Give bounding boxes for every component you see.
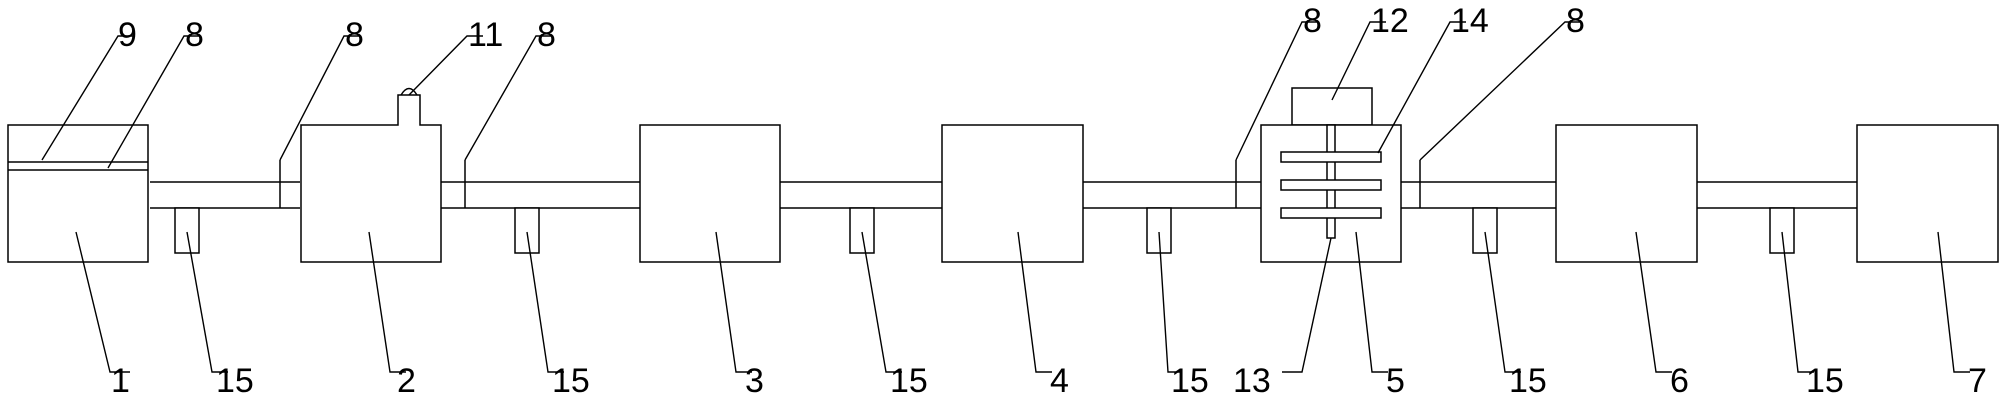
equipment-box-2 bbox=[300, 94, 442, 263]
label-1: 1 bbox=[111, 362, 130, 400]
support-15-e bbox=[1472, 207, 1498, 254]
inlet-mark-11 bbox=[400, 87, 418, 96]
leader-5 bbox=[1355, 231, 1388, 373]
valve-markers bbox=[279, 160, 1421, 208]
mixing-plate-bottom bbox=[1280, 207, 1382, 219]
mixing-plate-middle bbox=[1280, 179, 1382, 191]
leader-8-e bbox=[1419, 21, 1581, 161]
leader-8-d bbox=[1235, 21, 1318, 161]
label-11: 11 bbox=[468, 16, 503, 54]
label-15-f: 15 bbox=[1806, 362, 1844, 400]
label-8-e: 8 bbox=[1566, 2, 1585, 40]
label-8-d: 8 bbox=[1303, 2, 1322, 40]
equipment-box-4 bbox=[941, 124, 1084, 263]
label-8-c: 8 bbox=[537, 16, 556, 54]
label-8-b: 8 bbox=[345, 16, 364, 54]
leader-8-b bbox=[279, 35, 360, 161]
label-3: 3 bbox=[745, 362, 764, 400]
leader-15-e bbox=[1484, 231, 1521, 373]
leader-7 bbox=[1937, 231, 1970, 373]
leader-1 bbox=[75, 231, 130, 373]
label-15-b: 15 bbox=[552, 362, 590, 400]
leader-2 bbox=[368, 231, 406, 373]
leader-15-d bbox=[1158, 231, 1182, 373]
leader-8-c bbox=[464, 35, 552, 161]
leader-11 bbox=[408, 35, 483, 96]
label-15-c: 15 bbox=[890, 362, 928, 400]
label-9: 9 bbox=[118, 16, 137, 54]
label-14: 14 bbox=[1451, 2, 1489, 40]
pipe-supports bbox=[174, 207, 1795, 254]
leader-8-a bbox=[107, 35, 200, 169]
leader-14 bbox=[1377, 21, 1466, 154]
motor-12 bbox=[1291, 87, 1373, 126]
support-15-b bbox=[514, 207, 540, 254]
label-15-a: 15 bbox=[216, 362, 254, 400]
equipment-boxes bbox=[7, 87, 1999, 263]
label-15-d: 15 bbox=[1171, 362, 1209, 400]
label-7: 7 bbox=[1968, 362, 1987, 400]
leader-3 bbox=[715, 231, 752, 373]
leader-4 bbox=[1017, 231, 1052, 373]
leader-9 bbox=[41, 35, 134, 161]
label-6: 6 bbox=[1670, 362, 1689, 400]
leader-15-f bbox=[1781, 231, 1814, 373]
equipment-box-6 bbox=[1555, 124, 1698, 263]
leader-15-b bbox=[526, 231, 564, 373]
label-2: 2 bbox=[397, 362, 416, 400]
equipment-box-3 bbox=[639, 124, 781, 263]
mixing-plate-top bbox=[1280, 151, 1382, 163]
label-13: 13 bbox=[1233, 362, 1271, 400]
label-15-e: 15 bbox=[1509, 362, 1547, 400]
leader-15-c bbox=[861, 231, 902, 373]
label-5: 5 bbox=[1386, 362, 1405, 400]
labels: 1 2 3 4 5 6 7 15 15 15 15 15 15 13 9 8 8… bbox=[111, 2, 1987, 400]
leader-13 bbox=[1282, 237, 1332, 373]
equipment-box-7 bbox=[1856, 124, 1999, 263]
label-4: 4 bbox=[1050, 362, 1069, 400]
leader-lines bbox=[41, 21, 1970, 373]
label-8-a: 8 bbox=[185, 16, 204, 54]
support-15-d bbox=[1146, 207, 1172, 254]
label-12: 12 bbox=[1371, 2, 1409, 40]
leader-12 bbox=[1331, 21, 1386, 101]
support-15-c bbox=[849, 207, 875, 254]
leader-6 bbox=[1635, 231, 1672, 373]
leader-15-a bbox=[186, 231, 228, 373]
support-15-a bbox=[174, 207, 200, 254]
support-15-f bbox=[1769, 207, 1795, 254]
